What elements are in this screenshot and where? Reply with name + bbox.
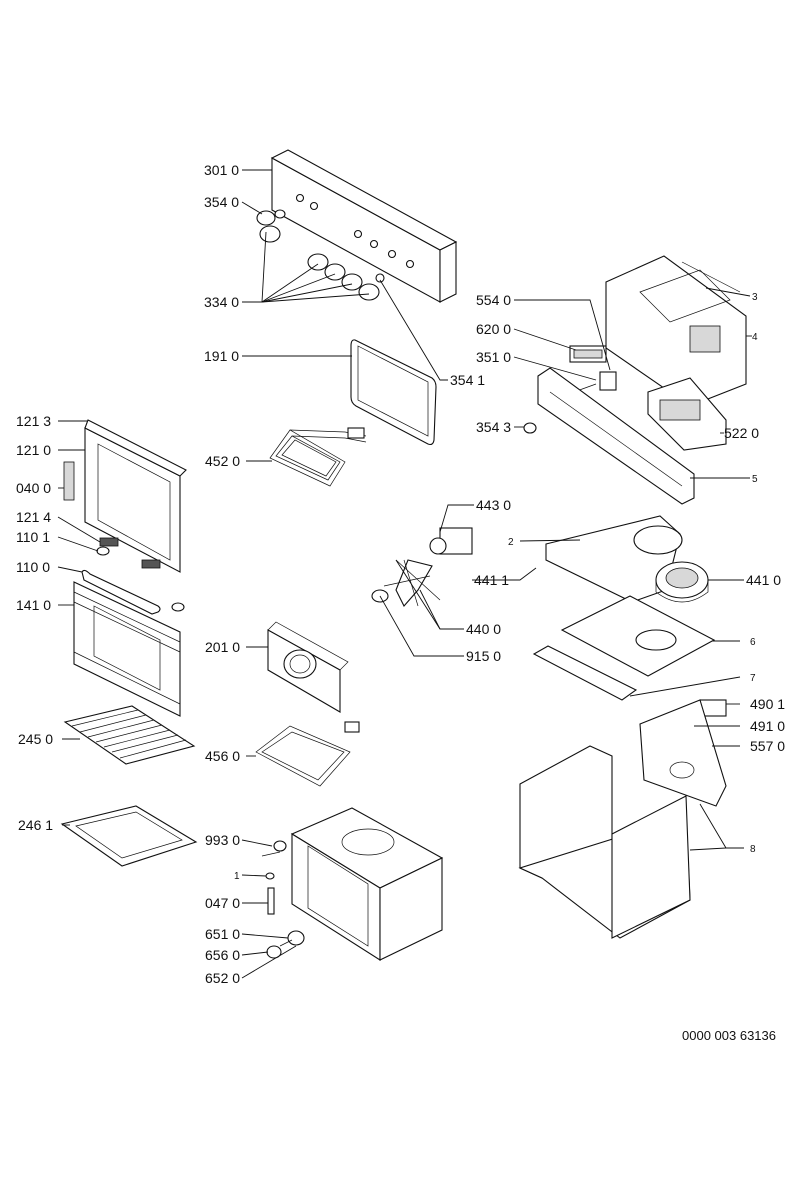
document-code: 0000 003 63136 bbox=[682, 1028, 776, 1043]
label-652-0: 652 0 bbox=[205, 970, 240, 986]
label-490-1: 490 1 bbox=[750, 696, 785, 712]
label-354-1: 354 1 bbox=[450, 372, 485, 388]
oven-cavity-part bbox=[290, 807, 444, 962]
label-354-0: 354 0 bbox=[204, 194, 239, 210]
knobs-part bbox=[256, 209, 385, 301]
grill-element-part bbox=[269, 427, 367, 487]
door-gasket-part bbox=[350, 339, 437, 446]
label-354-3: 354 3 bbox=[476, 419, 511, 435]
control-frame-part bbox=[537, 367, 695, 505]
outer-door-part bbox=[73, 581, 181, 717]
part-labels: 301 0 354 0 334 0 191 0 354 1 554 0 620 … bbox=[16, 162, 785, 986]
label-915-0: 915 0 bbox=[466, 648, 501, 664]
electronic-module-part bbox=[647, 377, 727, 451]
label-334-0: 334 0 bbox=[204, 294, 239, 310]
label-121-4: 121 4 bbox=[16, 509, 51, 525]
label-522-0: 522 0 bbox=[724, 425, 759, 441]
door-handle-part bbox=[81, 546, 185, 615]
baking-tray-part bbox=[60, 805, 198, 867]
label-620-0: 620 0 bbox=[476, 321, 511, 337]
control-panel-part bbox=[270, 149, 458, 303]
label-246-1: 246 1 bbox=[18, 817, 53, 833]
top-electronics-part bbox=[605, 255, 747, 407]
label-121-3: 121 3 bbox=[16, 413, 51, 429]
label-110-0: 110 0 bbox=[16, 559, 50, 575]
oven-cabinet-part bbox=[518, 699, 727, 939]
switch-parts bbox=[569, 345, 617, 393]
label-6: 6 bbox=[750, 637, 756, 648]
label-656-0: 656 0 bbox=[205, 947, 240, 963]
label-110-1: 110 1 bbox=[16, 529, 50, 545]
label-121-0: 121 0 bbox=[16, 442, 51, 458]
label-443-0: 443 0 bbox=[476, 497, 511, 513]
small-hardware-parts bbox=[261, 840, 305, 959]
fan-housing-part bbox=[655, 561, 709, 603]
label-201-0: 201 0 bbox=[205, 639, 240, 655]
lower-element-part bbox=[255, 721, 360, 787]
label-1: 1 bbox=[234, 871, 240, 882]
label-651-0: 651 0 bbox=[205, 926, 240, 942]
label-245-0: 245 0 bbox=[18, 731, 53, 747]
label-441-1: 441 1 bbox=[474, 572, 509, 588]
label-441-0: 441 0 bbox=[746, 572, 781, 588]
top-panel-part bbox=[545, 515, 683, 603]
label-3: 3 bbox=[752, 292, 758, 303]
fan-cover-part bbox=[267, 621, 349, 713]
inner-door-part bbox=[63, 419, 187, 573]
label-993-0: 993 0 bbox=[205, 832, 240, 848]
label-491-0: 491 0 bbox=[750, 718, 785, 734]
label-554-0: 554 0 bbox=[476, 292, 511, 308]
label-4: 4 bbox=[752, 332, 758, 343]
small-knob-part bbox=[523, 422, 537, 434]
fan-motor-part bbox=[371, 527, 473, 607]
base-plate-part bbox=[560, 595, 716, 677]
label-7: 7 bbox=[750, 673, 756, 684]
label-191-0: 191 0 bbox=[204, 348, 239, 364]
label-351-0: 351 0 bbox=[476, 349, 511, 365]
label-557-0: 557 0 bbox=[750, 738, 785, 754]
label-5: 5 bbox=[752, 474, 758, 485]
label-452-0: 452 0 bbox=[205, 453, 240, 469]
label-141-0: 141 0 bbox=[16, 597, 51, 613]
label-2: 2 bbox=[508, 537, 514, 548]
label-040-0: 040 0 bbox=[16, 480, 51, 496]
label-8: 8 bbox=[750, 844, 756, 855]
leader-lines bbox=[57, 169, 752, 979]
label-047-0: 047 0 bbox=[205, 895, 240, 911]
front-strip-part bbox=[532, 645, 638, 701]
label-456-0: 456 0 bbox=[205, 748, 240, 764]
label-440-0: 440 0 bbox=[466, 621, 501, 637]
wire-shelf-part bbox=[63, 705, 196, 765]
label-301-0: 301 0 bbox=[204, 162, 239, 178]
